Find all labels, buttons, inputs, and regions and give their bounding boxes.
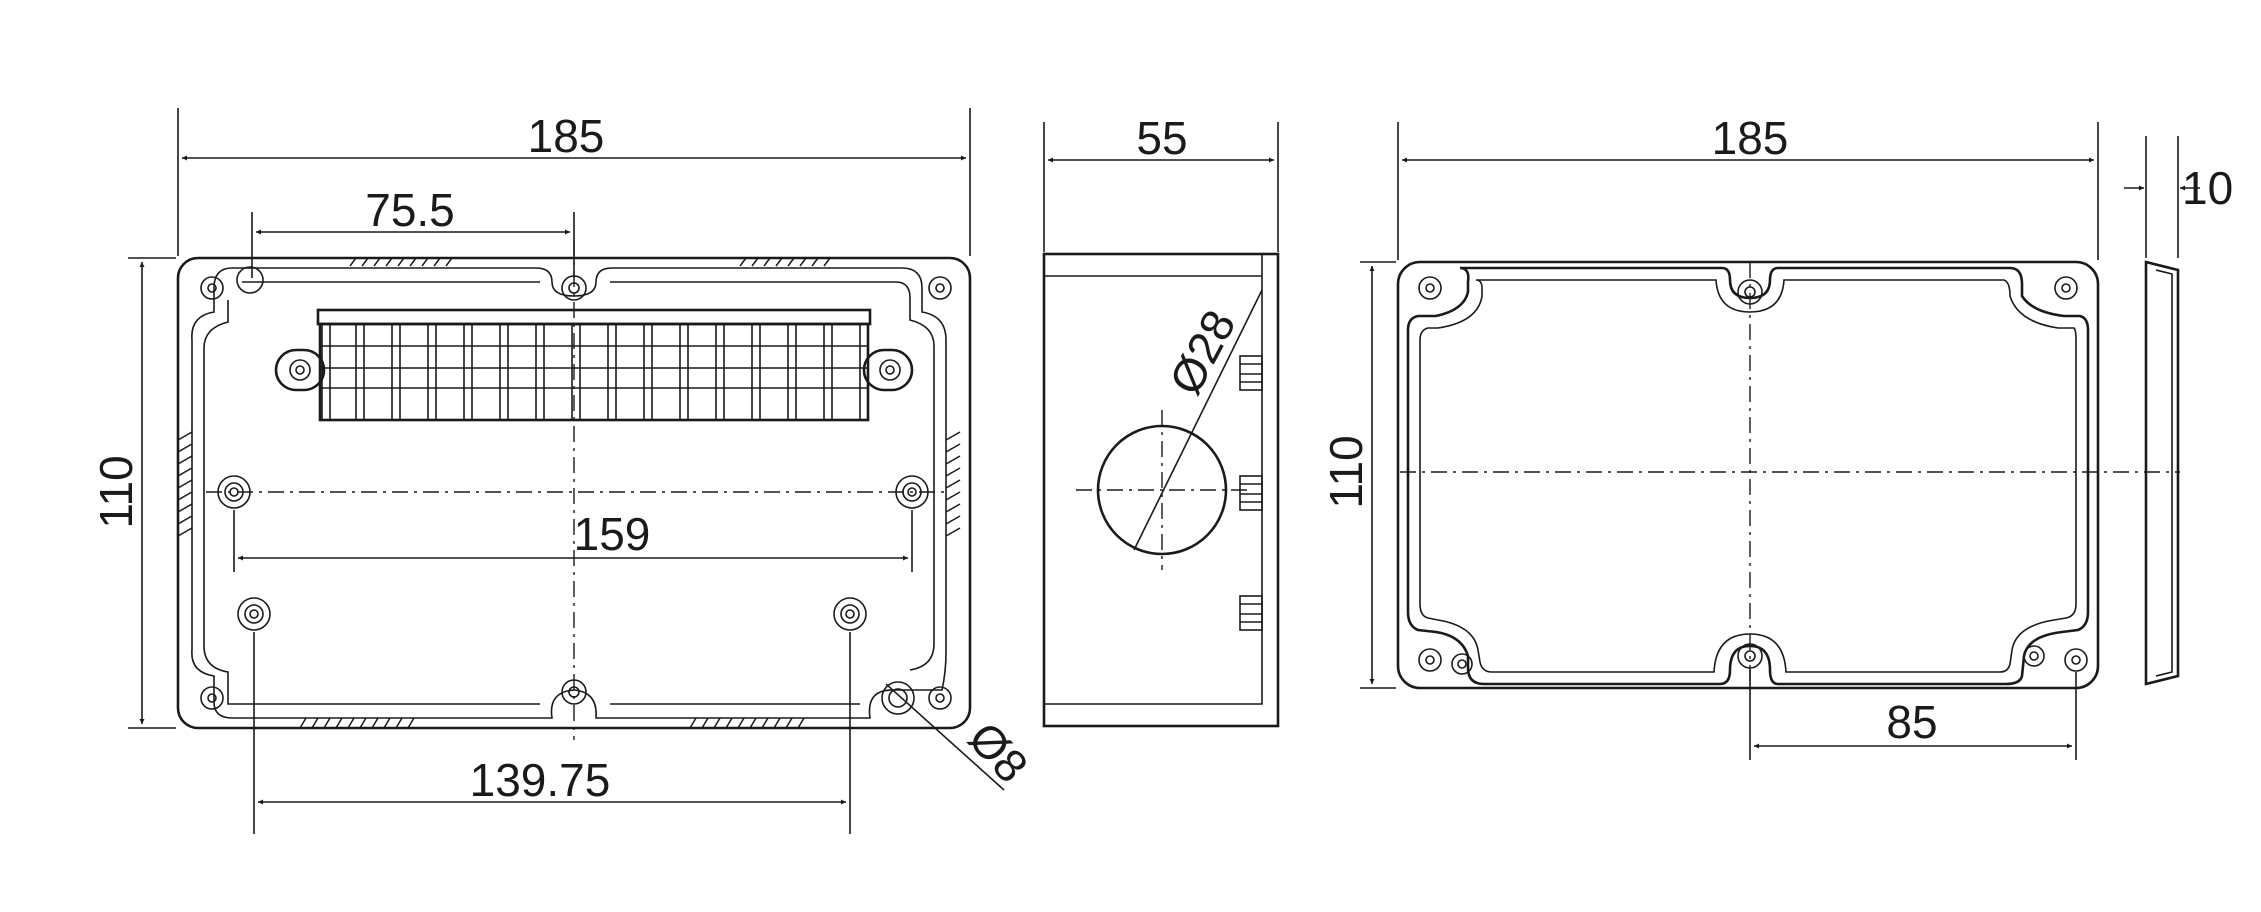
side-latch-top [1239,355,1263,391]
front-hatch-bottom-right [689,717,805,729]
front-corner-screw-br [928,686,952,710]
front-corner-screw-bl [200,686,224,710]
lid-screw-tr [2054,276,2078,300]
dim-mount-wide-label: 159 [574,508,651,560]
dim-lid-thickness: 10 [2124,136,2233,258]
front-corner-screw-tl [200,266,264,300]
dim-side-depth-label: 55 [1136,112,1187,164]
lid-screw-bl [1418,648,1473,675]
dim-mount-wide: 159 [233,508,913,572]
dim-front-width-label: 185 [528,110,605,162]
mount-hole-right-low [833,597,867,631]
dim-mount-lower: 139.75 [253,632,851,834]
dim-front-height: 110 [90,257,176,729]
front-view: 185 75.5 110 159 139.75 [90,108,1038,834]
terminal-block-fins [321,323,869,421]
lid-screw-tl [1418,276,1442,300]
dim-terminal-offset: 75.5 [251,184,575,278]
lid-section-inner [2155,269,2173,677]
dim-mount-hole: Ø8 [885,683,1039,792]
lid-gasket-inner [1419,279,2077,673]
dim-knockout: Ø28 [1133,289,1263,551]
lid-section-view: 10 [2124,136,2233,686]
front-hatch-bottom-left [299,717,415,729]
lid-section-outline [2144,260,2180,686]
side-latch-mid [1239,475,1263,511]
lid-outer-outline [1396,260,2100,690]
dim-mount-hole-label: Ø8 [959,712,1039,792]
mount-hole-left-low [237,597,271,631]
mount-hole-bottom-right-8mm [881,681,915,715]
dim-front-width: 185 [177,108,971,256]
front-inner-groove [191,267,947,719]
side-latch-bottom [1239,595,1263,631]
dim-lid-height: 110 [1320,261,1396,689]
front-hatch-top-left [349,257,453,267]
terminal-block [274,308,914,422]
dim-lid-thickness-label: 10 [2182,162,2233,214]
dim-lid-width-label: 185 [1712,112,1789,164]
dim-side-depth: 55 [1043,112,1279,252]
side-body-outline [1042,252,1280,728]
dim-lid-height-label: 110 [1320,435,1372,508]
dim-knockout-label: Ø28 [1159,302,1246,403]
lid-gasket-outer [1406,266,2090,686]
front-inner-groove-2 [203,281,935,705]
dim-lid-screw-offset: 85 [1749,670,2077,760]
side-view: 55 Ø28 [1042,112,1280,728]
front-hatch-left-side [177,431,193,537]
lid-screw-br [2023,645,2088,672]
dim-mount-lower-label: 139.75 [470,754,611,806]
front-hatch-top-right [739,257,831,267]
front-hatch-right-side [945,431,961,537]
dim-lid-screw-offset-label: 85 [1886,696,1937,748]
dim-terminal-offset-label: 75.5 [365,184,455,236]
front-corner-screw-tr [928,276,952,300]
dim-lid-width: 185 [1397,112,2099,260]
dim-front-height-label: 110 [90,455,142,528]
lid-view: 185 110 85 [1320,112,2180,760]
